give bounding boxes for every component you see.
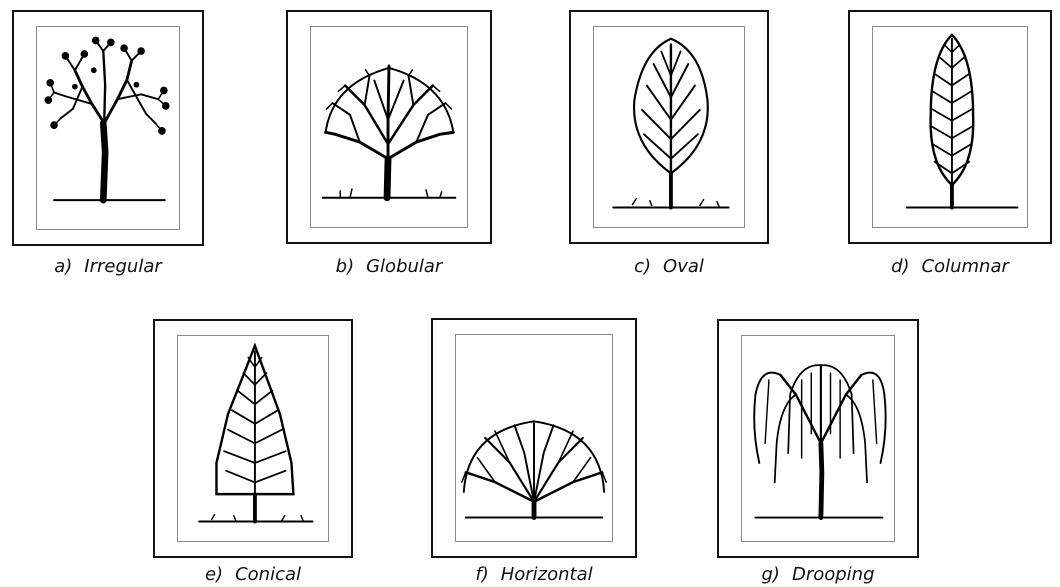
figure-frame [741,335,895,542]
caption-drooping: g) Drooping [717,564,919,585]
caption-letter: g) [762,564,780,585]
figure-irregular [12,10,204,246]
caption-letter: d) [891,256,909,277]
figure-frame [36,26,180,230]
tree-drooping-illustration [742,336,894,541]
caption-globular: b) Globular [286,256,492,277]
figure-conical [153,319,353,558]
caption-letter: e) [205,564,223,585]
figure-frame [310,26,468,228]
figure-drooping [717,319,919,558]
figure-frame [455,334,613,542]
caption-label: Drooping [792,564,875,585]
caption-oval: c) Oval [569,256,769,277]
figure-oval [569,10,769,244]
caption-label: Oval [663,256,704,277]
caption-label: Globular [366,256,442,277]
figure-frame [872,26,1028,228]
tree-globular-illustration [311,27,467,227]
figure-frame [177,335,329,542]
caption-letter: b) [336,256,354,277]
tree-horizontal-illustration [456,335,612,541]
caption-letter: c) [634,256,651,277]
figure-globular [286,10,492,244]
caption-columnar: d) Columnar [848,256,1052,277]
caption-letter: a) [54,256,72,277]
caption-label: Irregular [84,256,161,277]
caption-label: Horizontal [501,564,593,585]
caption-conical: e) Conical [153,564,353,585]
figure-frame [593,26,745,228]
caption-letter: f) [475,564,488,585]
tree-conical-illustration [178,336,328,541]
tree-columnar-illustration [873,27,1027,227]
caption-horizontal: f) Horizontal [431,564,637,585]
tree-oval-illustration [594,27,744,227]
figure-horizontal [431,318,637,558]
caption-label: Conical [235,564,301,585]
tree-irregular-illustration [37,27,179,229]
figure-columnar [848,10,1052,244]
caption-irregular: a) Irregular [12,256,204,277]
caption-label: Columnar [922,256,1009,277]
